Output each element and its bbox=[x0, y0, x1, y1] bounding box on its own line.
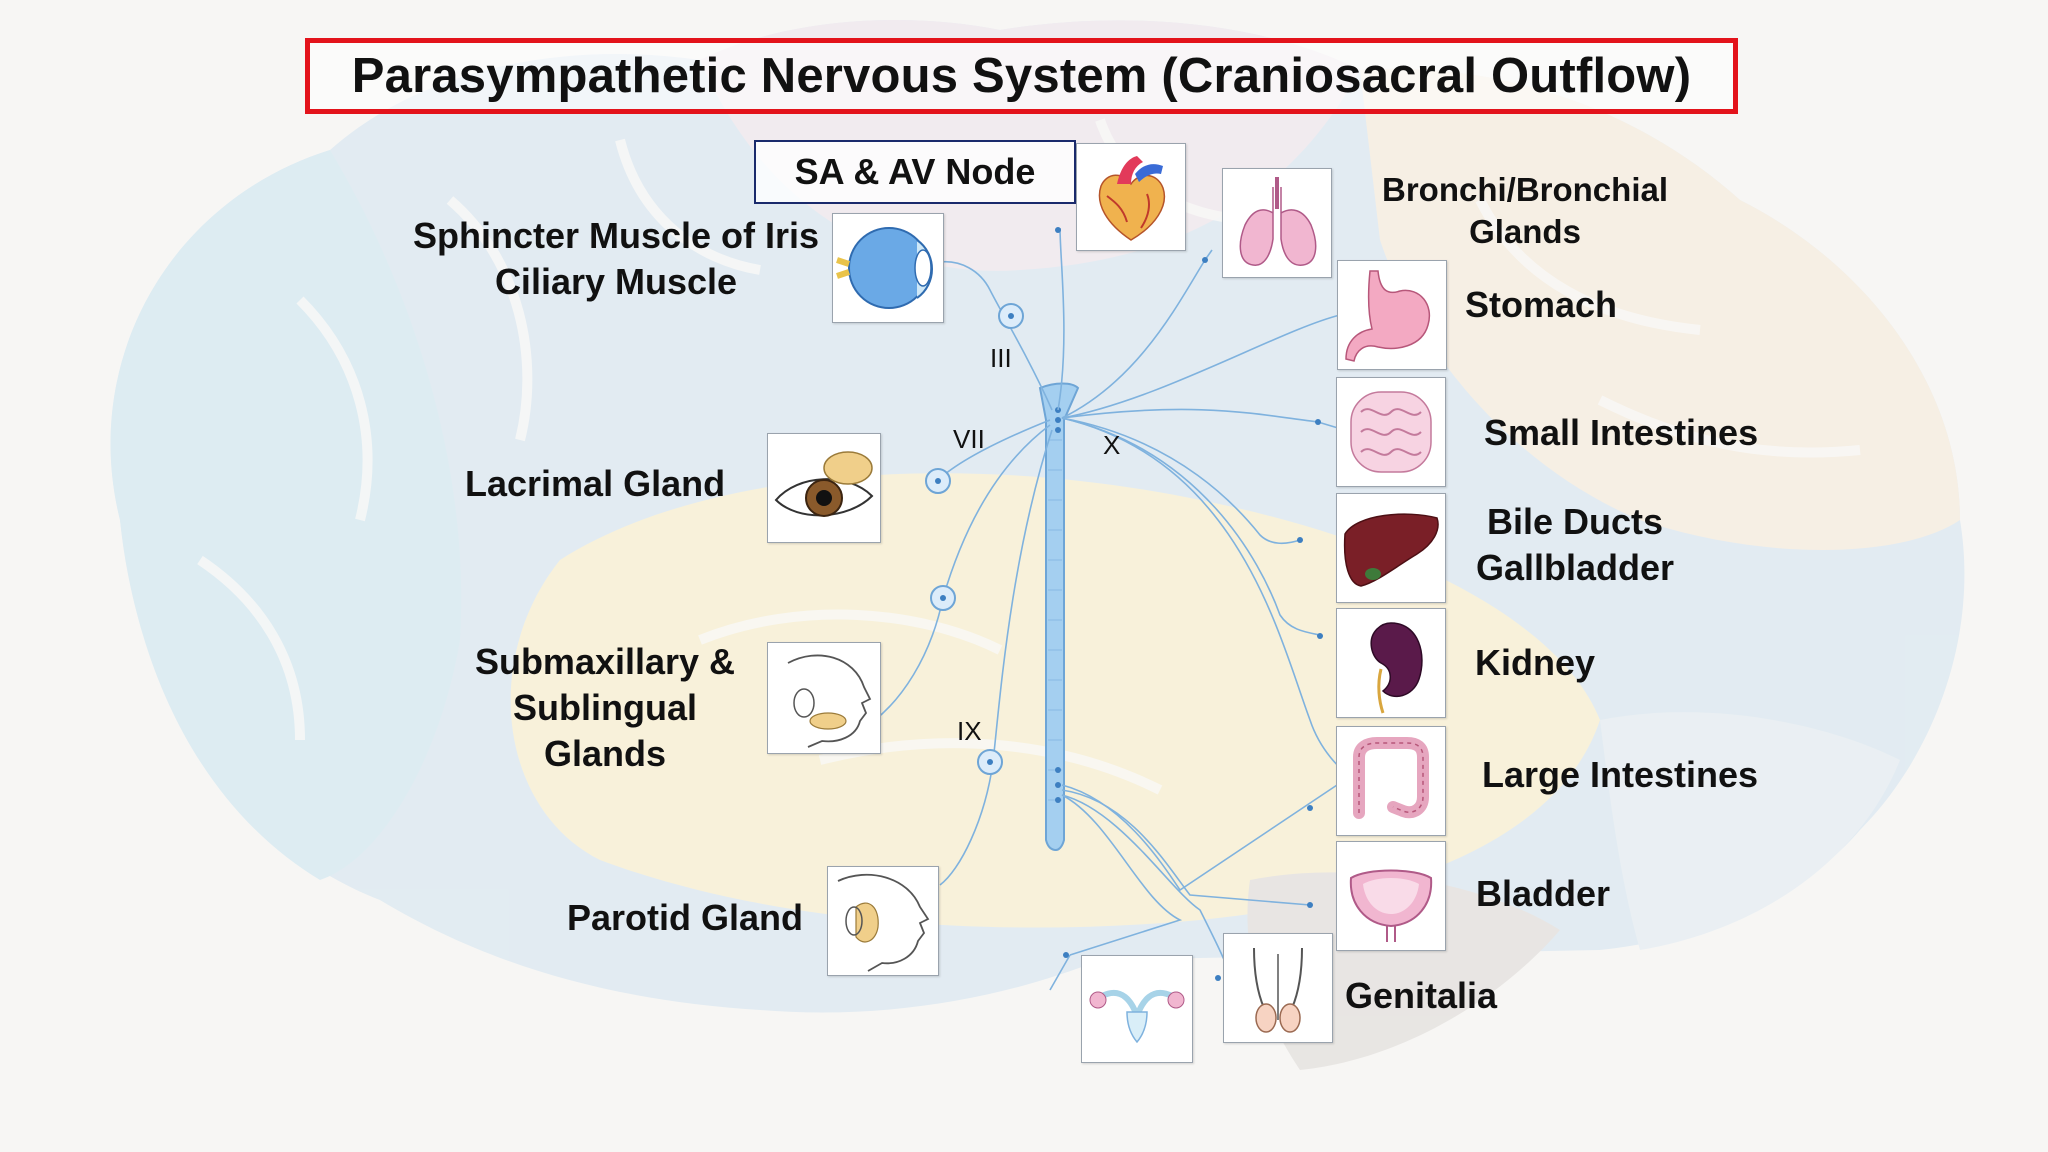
iris-label: Sphincter Muscle of Iris Ciliary Muscle bbox=[398, 213, 834, 305]
lungs-illustration bbox=[1222, 168, 1332, 278]
title-box: Parasympathetic Nervous System (Craniosa… bbox=[305, 38, 1738, 114]
stomach-label: Stomach bbox=[1465, 284, 1618, 325]
page-title: Parasympathetic Nervous System (Craniosa… bbox=[351, 49, 1692, 103]
large-intestines-illustration bbox=[1336, 726, 1446, 836]
bile-label-line2: Gallbladder bbox=[1475, 547, 1675, 588]
heart-illustration bbox=[1076, 143, 1186, 251]
small-intestines-label: Small Intestines bbox=[1484, 412, 1759, 453]
nerve-vii-label: VII bbox=[953, 424, 985, 454]
submaxillary-glands-illustration bbox=[767, 642, 881, 754]
bile-ducts-label: Bile Ducts Gallbladder bbox=[1455, 499, 1695, 591]
kidney-label: Kidney bbox=[1475, 642, 1596, 683]
submax-label-line1: Submaxillary & bbox=[474, 641, 736, 682]
submaxillary-label: Submaxillary & Sublingual Glands bbox=[440, 639, 770, 777]
genitalia-illustration bbox=[1223, 933, 1333, 1043]
lacrimal-label: Lacrimal Gland bbox=[465, 463, 726, 504]
bronchi-label-line2: Glands bbox=[1469, 213, 1581, 250]
parotid-gland-illustration bbox=[827, 866, 939, 976]
nerve-iii-label: III bbox=[990, 343, 1012, 373]
sa-av-node-label: SA & AV Node bbox=[754, 140, 1076, 204]
genitalia-label: Genitalia bbox=[1345, 975, 1498, 1016]
bile-label-line1: Bile Ducts bbox=[1486, 501, 1664, 542]
bladder-illustration bbox=[1336, 841, 1446, 951]
lacrimal-eye-illustration bbox=[767, 433, 881, 543]
large-intestines-label: Large Intestines bbox=[1482, 754, 1759, 795]
kidney-illustration bbox=[1336, 608, 1446, 718]
female-reproductive-illustration bbox=[1081, 955, 1193, 1063]
nerve-ix-label: IX bbox=[957, 716, 982, 746]
eye-illustration bbox=[832, 213, 944, 323]
spinal-cord bbox=[1038, 382, 1080, 852]
bronchi-label-line1: Bronchi/Bronchial bbox=[1381, 171, 1669, 208]
submax-label-line3: Glands bbox=[543, 733, 667, 774]
nerve-x-label: X bbox=[1103, 430, 1121, 460]
bronchi-label: Bronchi/Bronchial Glands bbox=[1355, 169, 1695, 253]
liver-illustration bbox=[1336, 493, 1446, 603]
submax-label-line2: Sublingual bbox=[513, 687, 697, 728]
iris-label-line2: Ciliary Muscle bbox=[494, 261, 738, 302]
stomach-illustration bbox=[1337, 260, 1447, 370]
parotid-label: Parotid Gland bbox=[567, 897, 804, 938]
iris-label-line1: Sphincter Muscle of Iris bbox=[412, 215, 820, 256]
small-intestines-illustration bbox=[1336, 377, 1446, 487]
bladder-label: Bladder bbox=[1476, 873, 1611, 914]
